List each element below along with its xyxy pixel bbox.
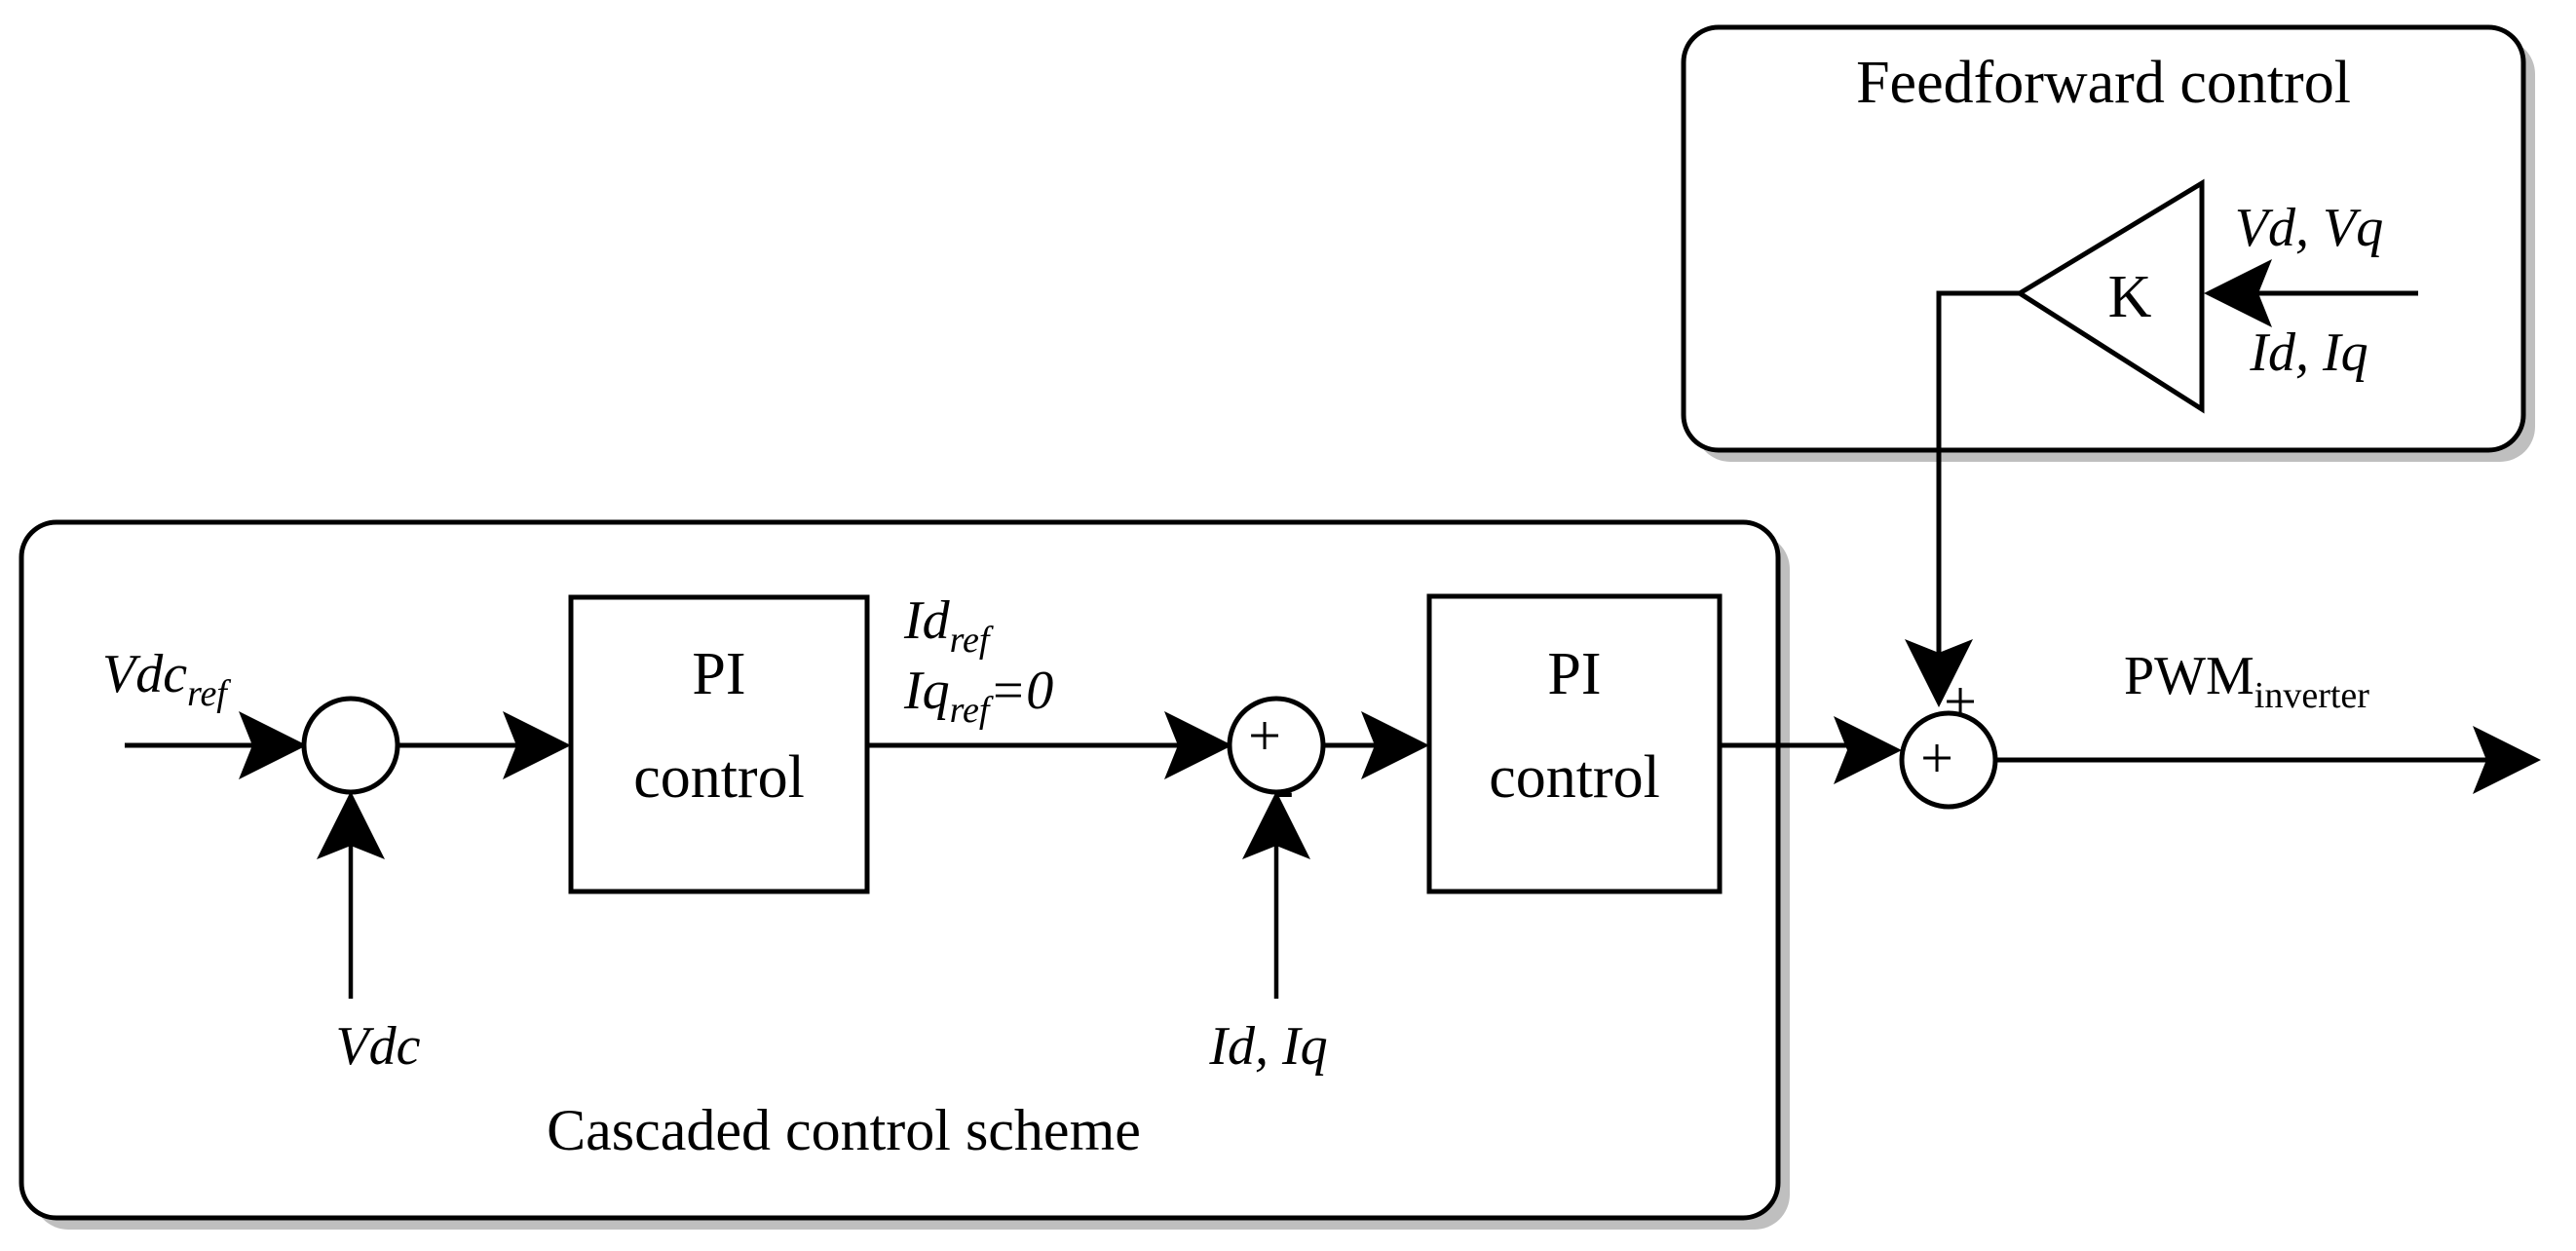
gain-triangle[interactable]: [2015, 178, 2205, 414]
sum2-to-pi2-arrowhead: [1361, 711, 1429, 779]
pi-block-1-line1: PI: [692, 641, 745, 707]
mid-signal-line2-tail: =0: [989, 661, 1053, 721]
pi-block-1-line2: control: [633, 744, 805, 811]
output-label-sub: inverter: [2254, 675, 2370, 716]
reference-input-label: Vdcref: [102, 644, 231, 714]
cascaded-container: [19, 519, 1781, 1221]
feedforward-title: Feedforward control: [1856, 50, 2351, 116]
pi-block-2-line1: PI: [1547, 641, 1601, 707]
idiq-feedback-label: Id, Iq: [1208, 1016, 1327, 1077]
reference-input-sub: ref: [187, 673, 231, 714]
gain-input-arrowhead: [2204, 259, 2272, 327]
sum1-to-pi1-arrowhead: [503, 711, 571, 779]
reference-input-base: Vdc: [102, 644, 187, 704]
mid-signal-line1-base: Id: [903, 590, 951, 651]
sum-junction-1[interactable]: [301, 696, 400, 795]
pi-block-1[interactable]: [568, 594, 870, 894]
mid-signal-line2-sub: ref: [950, 690, 994, 731]
cascaded-caption: Cascaded control scheme: [547, 1098, 1141, 1162]
feedforward-output-arrowhead: [1905, 639, 1973, 707]
sum-3-sign-plus-left: +: [1920, 726, 1953, 790]
pi1-to-sum2-arrowhead: [1164, 711, 1232, 779]
feedforward-output-path: [1936, 290, 2020, 670]
output-arrowhead: [2473, 726, 2541, 794]
idiq-feedback-arrowhead: [1242, 791, 1310, 859]
pi-block-2-line2: control: [1489, 744, 1660, 811]
output-label: PWMinverter: [2124, 646, 2369, 716]
mid-signal-line2-base: Iq: [903, 661, 950, 721]
gain-input-label-bottom: Id, Iq: [2249, 322, 2368, 383]
mid-signal-line1: Idref: [903, 590, 994, 661]
reference-input-arrowhead: [239, 711, 307, 779]
mid-signal-line2: Iqref=0: [903, 661, 1053, 731]
gain-input-label-top: Vd, Vq: [2235, 198, 2383, 258]
pi-block-2[interactable]: [1426, 593, 1723, 894]
pi2-to-sum3-arrowhead: [1834, 716, 1902, 784]
vdc-feedback-label: Vdc: [335, 1016, 420, 1077]
sum-2-sign-plus: +: [1248, 703, 1281, 768]
vdc-feedback-arrowhead: [317, 791, 385, 859]
mid-signal-line1-sub: ref: [950, 620, 994, 661]
sum-3-sign-plus-top: +: [1944, 669, 1977, 734]
output-label-base: PWM: [2124, 646, 2254, 706]
gain-label: K: [2108, 264, 2152, 330]
feedforward-container: [1681, 24, 2526, 453]
